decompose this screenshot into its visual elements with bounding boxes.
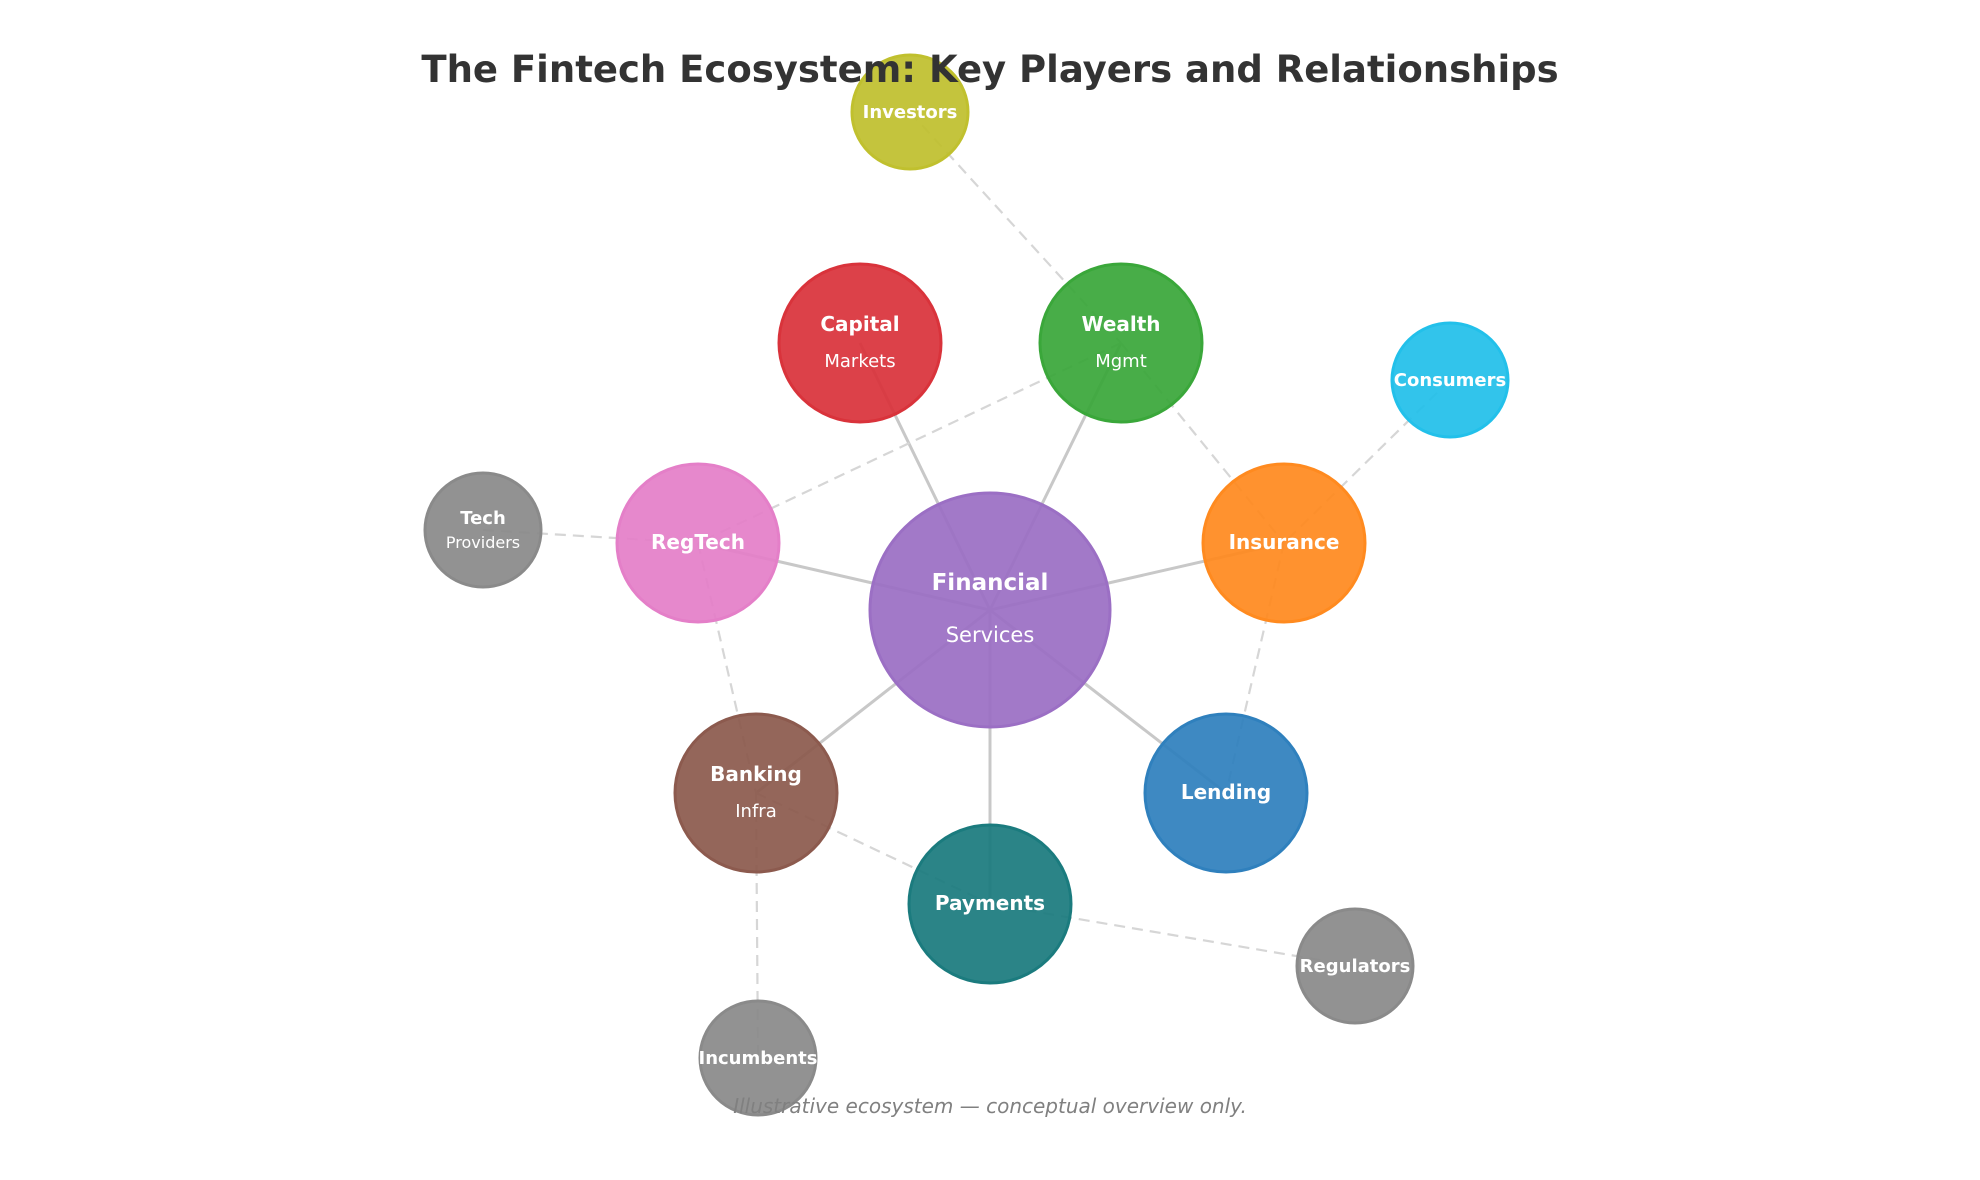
node-insurance-circle	[1201, 462, 1367, 624]
node-tech-providers-sublabel: Providers	[446, 533, 520, 552]
node-investors-circle	[850, 53, 970, 171]
node-capital-markets-circle	[777, 262, 943, 424]
node-lending-label: Lending	[1181, 780, 1271, 804]
node-tech-providers-label: Tech	[460, 508, 506, 529]
node-wealth-mgmt-label: Wealth	[1081, 312, 1160, 336]
node-financial-services-sublabel: Services	[946, 623, 1035, 647]
node-incumbents[interactable]: Incumbents	[698, 999, 818, 1117]
node-investors[interactable]: Investors	[850, 53, 970, 171]
node-payments-circle	[907, 823, 1073, 985]
node-capital-markets-sublabel: Markets	[824, 351, 895, 372]
node-banking-infra-circle	[673, 712, 839, 874]
diagram-title: The Fintech Ecosystem: Key Players and R…	[421, 48, 1558, 91]
node-regulators-circle	[1295, 907, 1415, 1025]
node-lending[interactable]: Lending	[1143, 712, 1309, 874]
node-incumbents-circle	[698, 999, 818, 1117]
node-regtech-label: RegTech	[651, 530, 745, 554]
node-incumbents-label: Incumbents	[699, 1048, 818, 1069]
node-capital-markets-label: Capital	[820, 312, 899, 336]
node-consumers-label: Consumers	[1394, 370, 1506, 391]
node-financial-services-label: Financial	[932, 570, 1049, 596]
node-investors-label: Investors	[863, 102, 958, 123]
node-regulators-label: Regulators	[1300, 956, 1411, 977]
node-consumers[interactable]: Consumers	[1390, 321, 1510, 439]
node-payments[interactable]: Payments	[907, 823, 1073, 985]
node-lending-circle	[1143, 712, 1309, 874]
node-insurance-label: Insurance	[1229, 530, 1340, 554]
node-regtech[interactable]: RegTech	[615, 462, 781, 624]
node-regtech-circle	[615, 462, 781, 624]
node-payments-label: Payments	[935, 891, 1045, 915]
node-consumers-circle	[1390, 321, 1510, 439]
node-financial-services-circle	[868, 491, 1112, 729]
diagram-caption: Illustrative ecosystem — conceptual over…	[733, 1094, 1247, 1118]
node-wealth-mgmt-circle	[1038, 262, 1204, 424]
node-banking-infra-sublabel: Infra	[735, 801, 776, 822]
node-wealth-mgmt-sublabel: Mgmt	[1095, 351, 1147, 372]
node-tech-providers-circle	[423, 471, 543, 589]
node-regulators[interactable]: Regulators	[1295, 907, 1415, 1025]
node-insurance[interactable]: Insurance	[1201, 462, 1367, 624]
node-banking-infra-label: Banking	[710, 762, 802, 786]
